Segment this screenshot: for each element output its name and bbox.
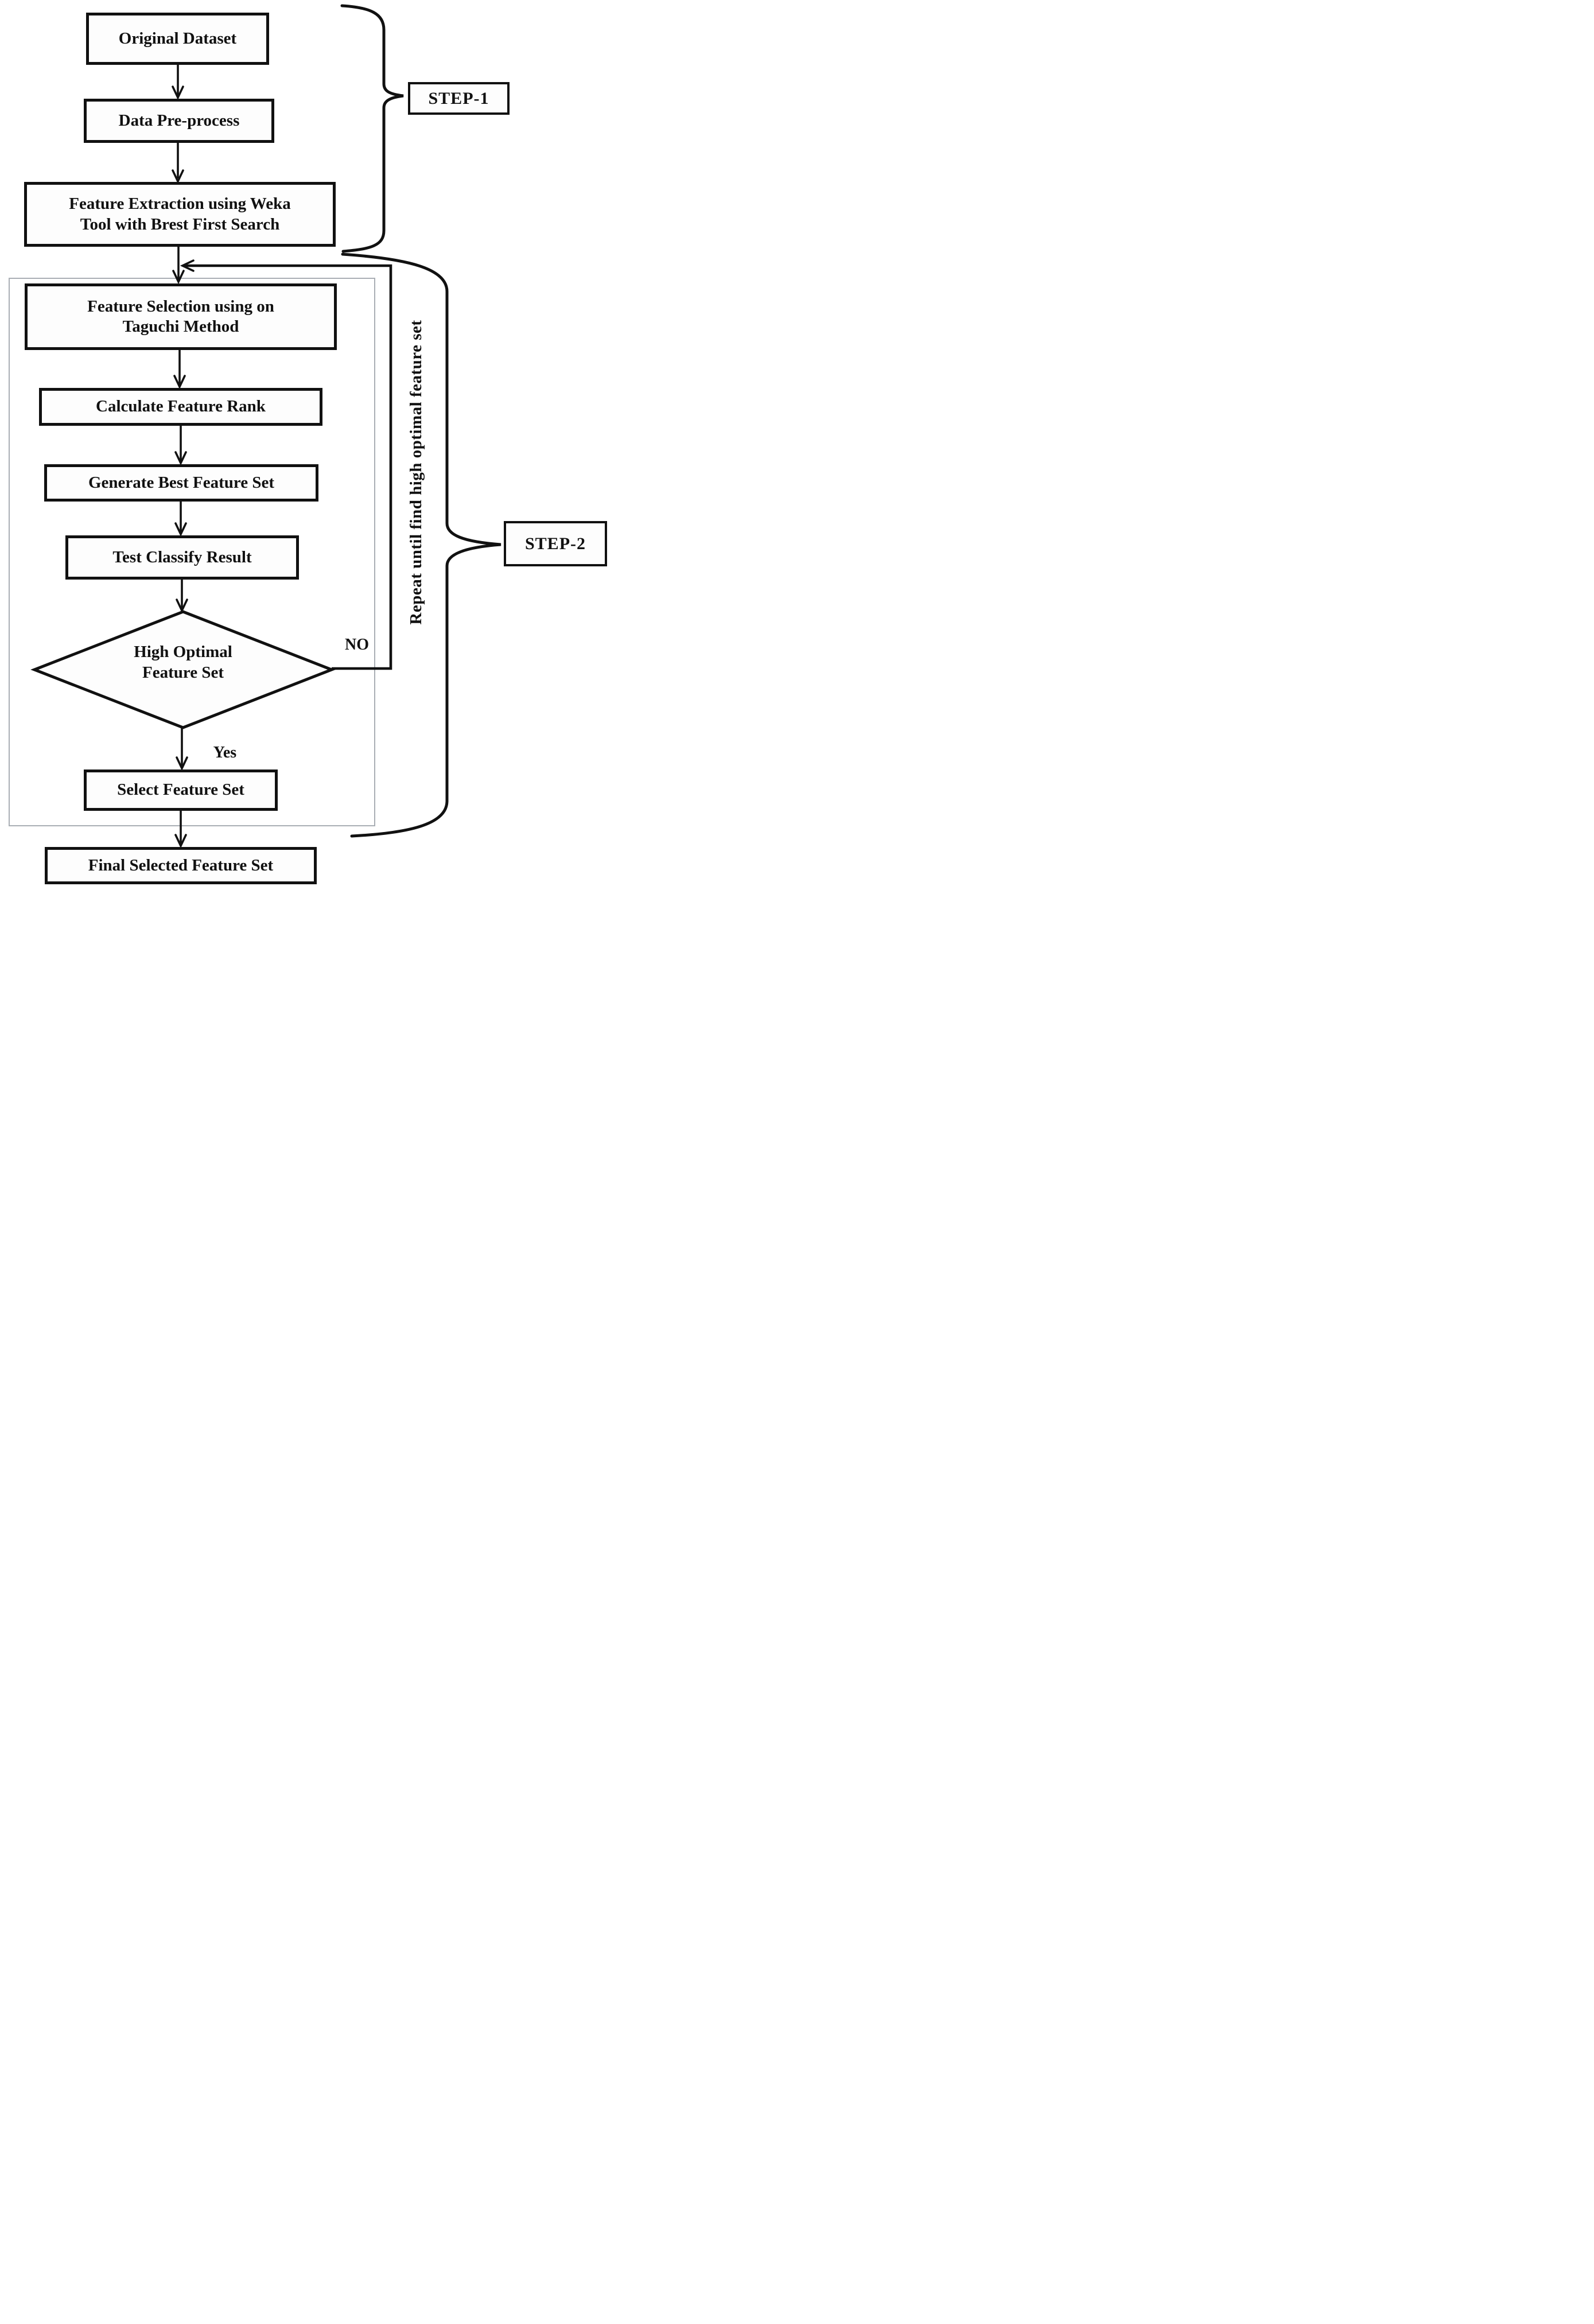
node-calculate-feature-rank: Calculate Feature Rank — [39, 388, 322, 426]
node-original-dataset: Original Dataset — [86, 13, 269, 65]
arrowhead-6 — [174, 522, 187, 537]
flowchart-canvas: Original Dataset Data Pre-process Featur… — [0, 0, 613, 894]
node-feature-extraction: Feature Extraction using Weka Tool with … — [24, 182, 336, 247]
arrowhead-1 — [172, 86, 184, 100]
arrowhead-8 — [176, 756, 188, 771]
decision-diamond-shape — [30, 610, 336, 729]
no-edge-label: NO — [345, 636, 369, 654]
step2-box: STEP-2 — [504, 521, 607, 566]
arrowhead-2 — [172, 169, 184, 184]
node-test-classify-result: Test Classify Result — [65, 535, 299, 580]
arrowhead-7 — [176, 599, 188, 613]
no-loop-path — [180, 259, 392, 670]
loop-region-frame — [9, 278, 375, 826]
node-feature-selection: Feature Selection using on Taguchi Metho… — [25, 283, 337, 350]
repeat-note: Repeat until find high optimal feature s… — [407, 320, 425, 625]
step1-box: STEP-1 — [408, 82, 510, 115]
node-data-pre-process: Data Pre-process — [84, 99, 274, 143]
node-high-optimal-feature-set-label: High Optimal Feature Set — [134, 643, 232, 682]
yes-edge-label: Yes — [213, 744, 237, 761]
arrowhead-9 — [174, 834, 187, 849]
step2-brace — [341, 252, 501, 838]
no-loop-line — [184, 264, 392, 670]
node-select-feature-set: Select Feature Set — [84, 770, 278, 811]
node-generate-best-feature-set: Generate Best Feature Set — [44, 464, 318, 502]
arrowhead-4 — [173, 375, 186, 390]
step1-brace — [340, 4, 404, 253]
arrowhead-5 — [174, 451, 187, 466]
arrowhead-3 — [172, 270, 185, 285]
connector-layer — [30, 4, 501, 849]
node-final-selected-feature-set: Final Selected Feature Set — [45, 847, 317, 884]
flow-arrowheads — [172, 86, 188, 849]
flow-arrows — [177, 65, 183, 844]
no-loop-arrowhead — [180, 259, 195, 272]
